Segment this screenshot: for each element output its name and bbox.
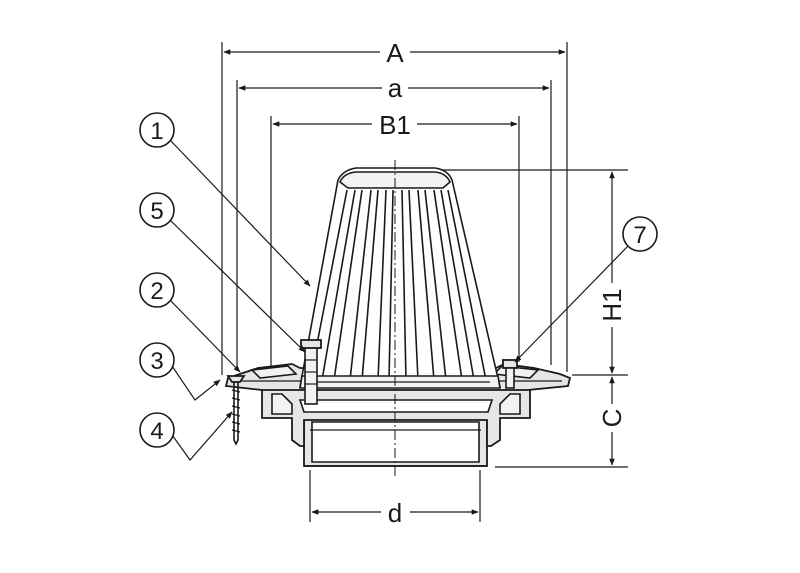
callout-3: 3 [139,342,175,378]
dimension-C: C [597,376,627,466]
callout-4: 4 [139,412,175,448]
right-bolt [502,359,518,389]
dimension-label-B1: B1 [379,110,411,140]
dimension-a: a [238,73,550,103]
anchor-screw [226,375,246,446]
callout-4-label: 4 [150,418,163,445]
dome-strainer [299,167,502,389]
callout-leaders [169,139,630,461]
callout-5: 5 [139,192,175,228]
dimension-A: A [223,38,566,68]
callout-5-label: 5 [150,198,163,225]
dimension-H1: H1 [597,171,627,374]
dimension-label-H1: H1 [597,288,627,321]
dimension-label-A: A [386,38,404,68]
drain-body [261,384,531,467]
callout-3-label: 3 [150,348,163,375]
callout-7: 7 [622,216,658,252]
callout-2: 2 [139,272,175,308]
dimension-label-d: d [388,498,402,528]
dimension-B1: B1 [272,110,518,140]
dimension-label-a: a [388,73,403,103]
dimension-d: d [311,498,479,528]
dimension-label-C: C [597,409,627,428]
callout-2-label: 2 [150,278,163,305]
callout-1: 1 [139,112,175,148]
clamp-bolt [300,339,322,405]
callout-7-label: 7 [633,222,646,249]
extension-lines [221,42,628,522]
callout-1-label: 1 [150,118,163,145]
